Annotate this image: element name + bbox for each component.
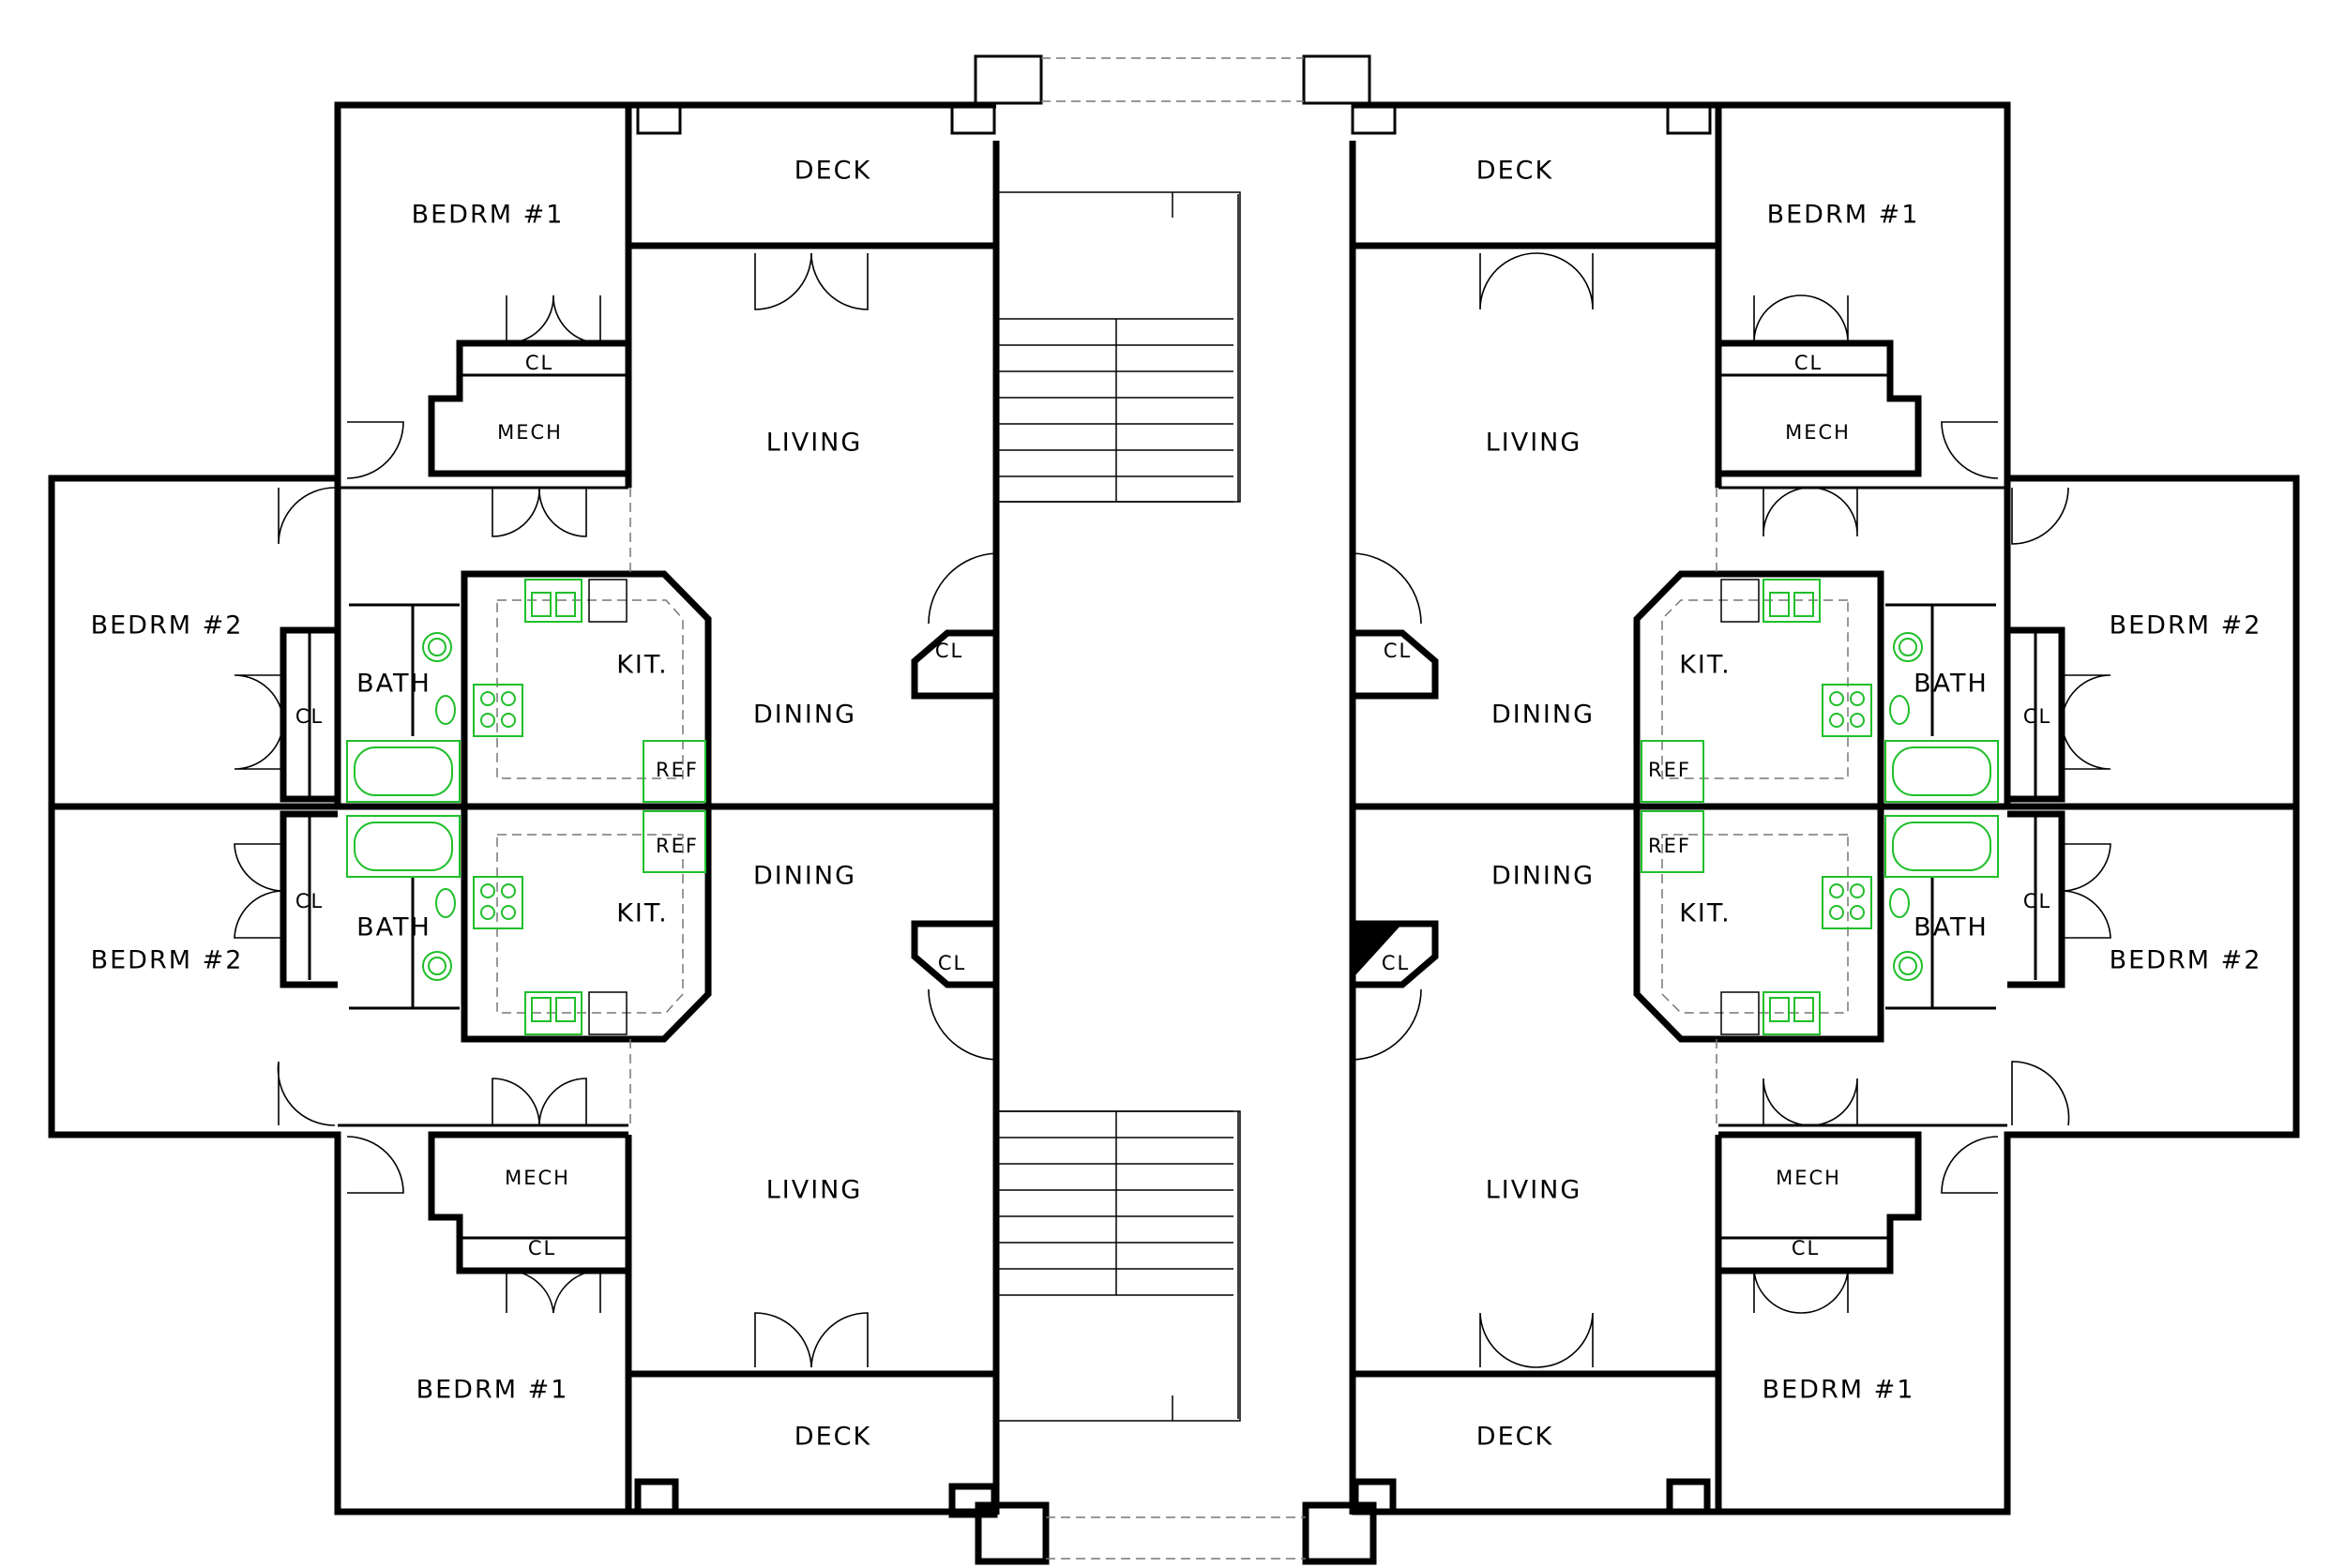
sink-icon: [524, 579, 1821, 1035]
dashed-openings: [496, 488, 1849, 1125]
bedrm1-label: BEDRM #1: [416, 1376, 569, 1405]
bedrm1-label: BEDRM #1: [1767, 201, 1920, 230]
room-labels: DECK BEDRM #1 CL MECH LIVING BEDRM #2 CL…: [91, 157, 2262, 1452]
dining-label: DINING: [753, 701, 856, 730]
ref-label: REF: [656, 835, 699, 857]
kit-label: KIT.: [616, 651, 669, 680]
left-shell: [48, 101, 998, 1518]
cl-label: CL: [938, 952, 966, 974]
deck-label: DECK: [1476, 1423, 1553, 1452]
cl-label: CL: [1382, 952, 1410, 974]
cl-label: CL: [1792, 1237, 1820, 1259]
bedrm1-label: BEDRM #1: [1763, 1376, 1915, 1405]
living-label: LIVING: [1486, 1176, 1582, 1205]
kit-label: KIT.: [616, 899, 669, 928]
mech-label: MECH: [505, 1167, 570, 1189]
bedrm1-label: BEDRM #1: [412, 201, 565, 230]
living-label: LIVING: [766, 429, 863, 458]
bedrm2-label: BEDRM #2: [91, 611, 244, 641]
bath-label: BATH: [356, 913, 431, 942]
cl-label: CL: [935, 640, 963, 662]
stair-corridor: [974, 54, 1377, 1565]
cl-label: CL: [295, 890, 324, 912]
cl-label: CL: [295, 705, 324, 728]
mech-label: MECH: [1785, 421, 1851, 444]
cl-label: CL: [525, 352, 553, 374]
ref-label: REF: [1648, 835, 1691, 857]
bathtub-icon: [346, 740, 1999, 878]
cl-label: CL: [1384, 640, 1412, 662]
living-label: LIVING: [1486, 429, 1582, 458]
cl-label: CL: [528, 1237, 556, 1259]
kit-label: KIT.: [1679, 899, 1732, 928]
deck-label: DECK: [1476, 157, 1553, 186]
bedrm2-label: BEDRM #2: [91, 946, 244, 975]
deck-label: DECK: [794, 1423, 871, 1452]
cl-label: CL: [1794, 352, 1823, 374]
toilet-icon: [422, 632, 1923, 981]
ref-label: REF: [1648, 759, 1691, 781]
bath-label: BATH: [1914, 913, 1989, 942]
dining-label: DINING: [1491, 701, 1595, 730]
bath-label: BATH: [1914, 670, 1989, 699]
stair-lower: [995, 1110, 1241, 1422]
mech-label: MECH: [497, 421, 563, 444]
living-label: LIVING: [766, 1176, 863, 1205]
deck-label: DECK: [794, 157, 871, 186]
dining-label: DINING: [1491, 862, 1595, 891]
ref-box: [643, 740, 1704, 873]
stove-icon: [473, 684, 1872, 929]
cl-label: CL: [2023, 890, 2051, 912]
cl-label: CL: [2023, 705, 2051, 728]
mech-label: MECH: [1776, 1167, 1841, 1189]
bedrm2-label: BEDRM #2: [2110, 946, 2262, 975]
ref-label: REF: [656, 759, 699, 781]
kit-label: KIT.: [1679, 651, 1732, 680]
dining-label: DINING: [753, 862, 856, 891]
right-shell: [1351, 101, 2300, 1515]
bedrm2-label: BEDRM #2: [2110, 611, 2262, 641]
bath-label: BATH: [356, 670, 431, 699]
door-swing-icon: [234, 252, 2111, 1368]
stair-upper: [995, 191, 1241, 503]
